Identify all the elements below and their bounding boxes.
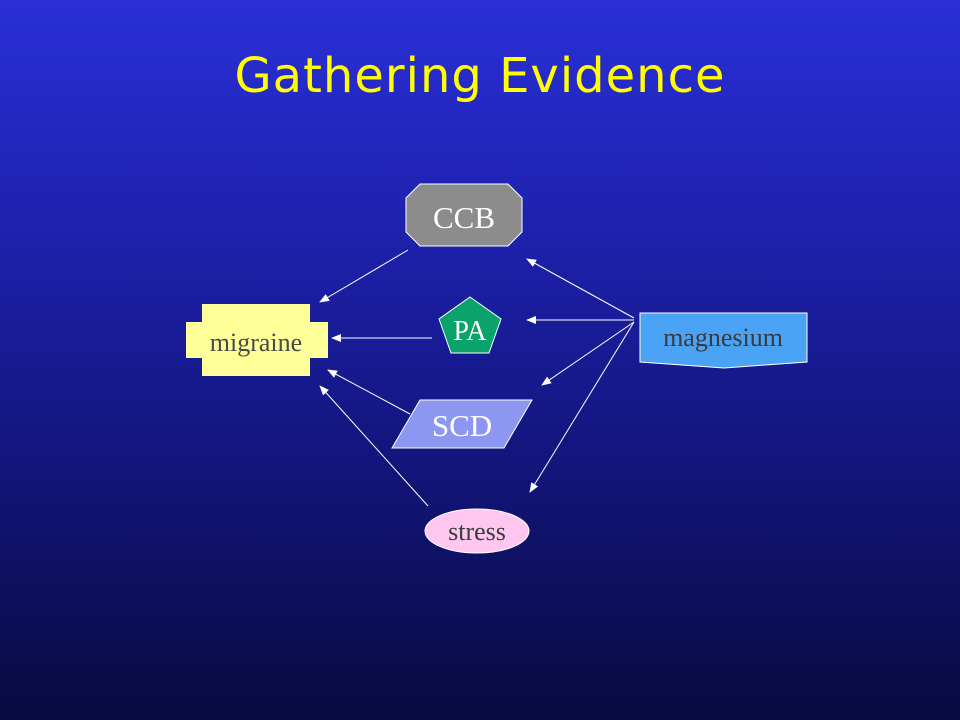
edge-ccb-to-migraine bbox=[319, 249, 409, 303]
edge-magnesium-to-scd bbox=[541, 321, 635, 386]
migraine-shape bbox=[186, 304, 328, 376]
node-stress: stress bbox=[424, 508, 530, 554]
edge-stress-to-migraine bbox=[319, 385, 429, 507]
node-scd: SCD bbox=[391, 399, 533, 449]
stress-label: stress bbox=[448, 517, 506, 546]
migraine-label: migraine bbox=[210, 328, 302, 357]
scd-label: SCD bbox=[432, 408, 492, 443]
magnesium-shape bbox=[639, 312, 808, 369]
node-ccb: CCB bbox=[405, 183, 523, 247]
ccb-shape bbox=[405, 183, 523, 247]
node-magnesium: magnesium bbox=[639, 312, 808, 369]
ccb-label: CCB bbox=[433, 200, 495, 235]
edge-magnesium-to-stress bbox=[529, 321, 635, 493]
node-migraine: migraine bbox=[186, 304, 328, 376]
node-pa: PA bbox=[438, 296, 502, 354]
magnesium-label: magnesium bbox=[663, 323, 783, 352]
stress-shape bbox=[424, 508, 530, 554]
pa-label: PA bbox=[453, 316, 487, 347]
edges bbox=[319, 249, 635, 507]
pa-shape bbox=[438, 296, 502, 354]
slide-title: Gathering Evidence bbox=[234, 48, 726, 104]
scd-shape bbox=[391, 399, 533, 449]
edge-scd-to-migraine bbox=[327, 369, 411, 415]
edge-magnesium-to-ccb bbox=[526, 258, 635, 319]
